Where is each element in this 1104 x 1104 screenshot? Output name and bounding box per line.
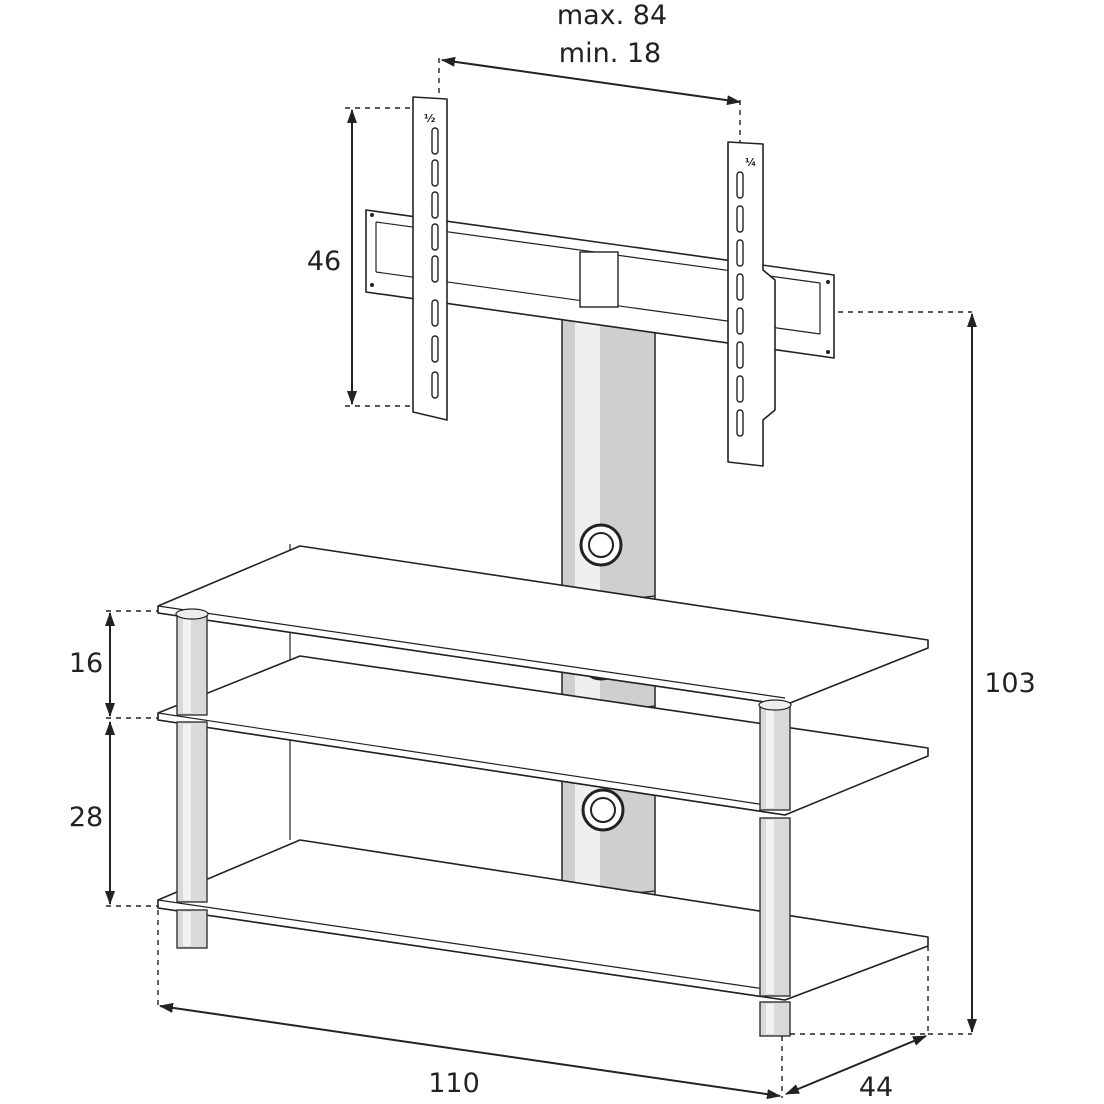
dimension-total-height: 103: [838, 311, 1036, 1035]
label-depth: 44: [859, 1072, 893, 1103]
cable-hole-bottom: [581, 788, 625, 832]
dimension-depth: 44: [785, 946, 929, 1103]
mounting-rail: [365, 209, 835, 359]
post-front-right: [758, 699, 792, 1037]
label-width: 110: [428, 1068, 480, 1099]
dimension-shelf-gap-top: 16: [69, 610, 158, 719]
label-shelf-gap-bottom: 28: [69, 802, 103, 833]
label-bracket-spacing-min: min. 18: [559, 38, 661, 69]
label-total-height: 103: [984, 668, 1036, 699]
dimension-width: 110: [157, 910, 783, 1100]
middle-shelf: [157, 655, 929, 816]
cable-hole-top: [579, 523, 623, 567]
post-front-left: [175, 608, 209, 949]
svg-text:¼: ¼: [745, 156, 756, 169]
label-bracket-height: 46: [307, 246, 341, 277]
svg-text:½: ½: [424, 112, 435, 125]
left-vesa-bracket: ½: [412, 96, 448, 421]
bottom-shelf: [157, 839, 929, 1001]
dimension-bracket-spacing: max. 84 min. 18: [438, 0, 741, 142]
dimension-shelf-gap-bottom: 28: [69, 721, 158, 907]
label-bracket-spacing-max: max. 84: [557, 0, 667, 31]
right-vesa-bracket: ¼: [727, 141, 776, 467]
top-shelf: [157, 545, 929, 706]
label-shelf-gap-top: 16: [69, 648, 103, 679]
dimension-bracket-height: 46: [307, 107, 413, 407]
